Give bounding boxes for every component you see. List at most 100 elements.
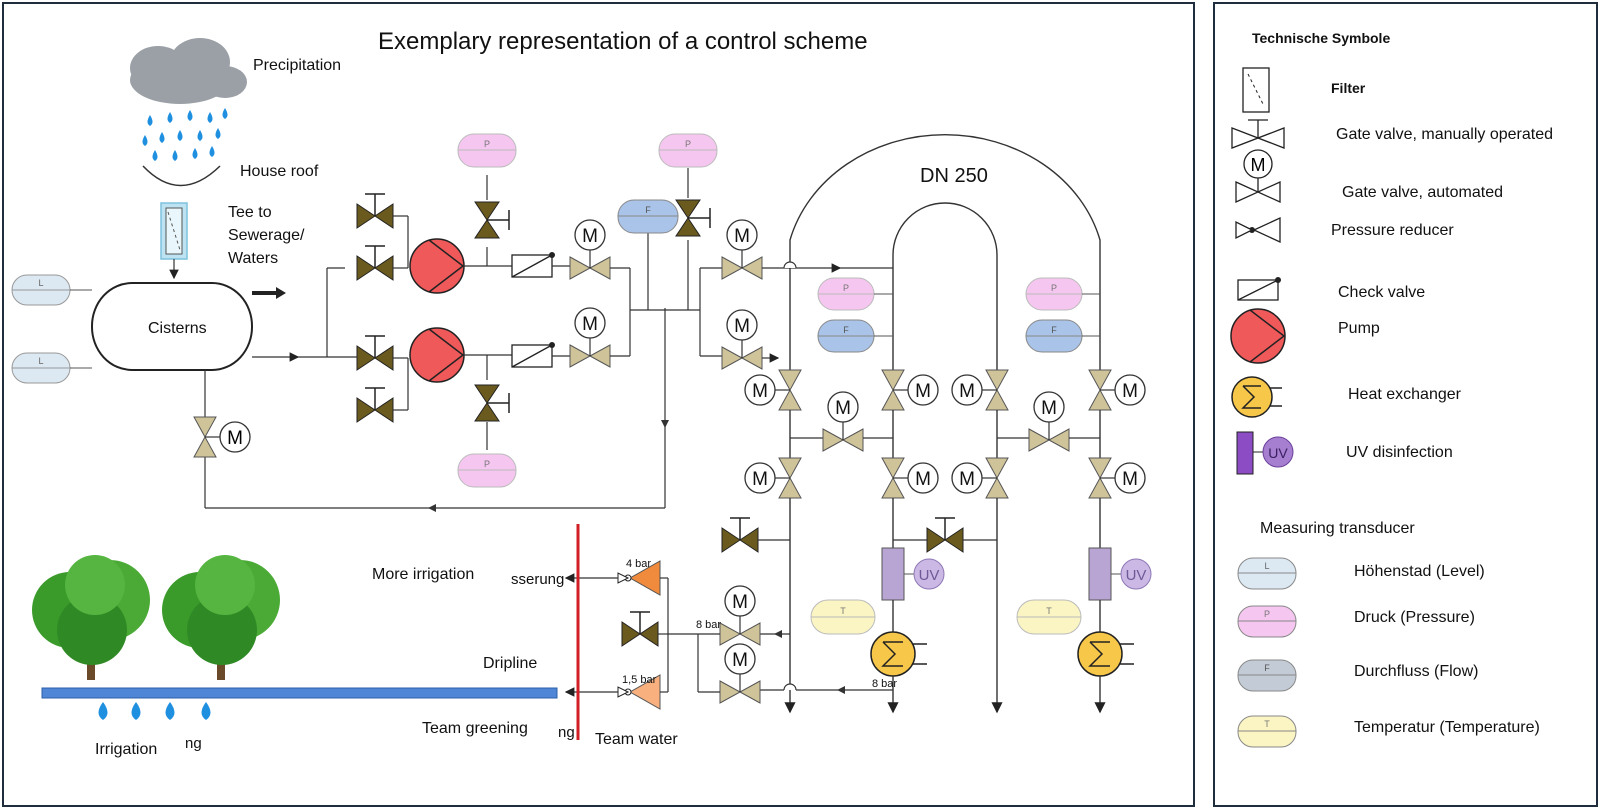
legend-item-filter: Filter: [1331, 80, 1366, 96]
svg-text:F: F: [1264, 663, 1270, 673]
flow-transducer-icon: F: [1237, 659, 1297, 692]
heat-exchanger-symbol: [870, 631, 928, 677]
svg-text:L: L: [38, 278, 43, 288]
level-transducer-icon: L: [1237, 557, 1297, 590]
tree-icon: [32, 555, 150, 680]
pressure-transducer: P: [457, 133, 517, 168]
level-transducer: L: [11, 274, 71, 306]
gate-valve-automated: [881, 369, 939, 411]
label-4-bar: 4 bar: [626, 558, 652, 570]
pressure-reducer-icon: [1235, 216, 1281, 244]
label-dn-250: DN 250: [920, 165, 988, 187]
gate-valve-automated: [744, 457, 802, 499]
label-tee-line3: Waters: [228, 250, 279, 267]
label-cut-ng-right: ng: [558, 724, 575, 741]
svg-text:P: P: [484, 459, 490, 469]
label-8-bar-return: 8 bar: [872, 678, 898, 690]
temperature-transducer: T: [810, 599, 876, 635]
gate-valve-manual: [474, 201, 510, 239]
pressure-transducer: P: [658, 133, 718, 168]
flow-transducer: F: [617, 199, 679, 234]
gate-valve-automated: [721, 309, 763, 370]
gate-valve-automated: [1088, 457, 1146, 499]
gate-valve-manual: [356, 335, 394, 371]
gate-valve-manual: [474, 384, 510, 422]
svg-text:T: T: [1046, 606, 1052, 616]
gate-valve-automated: [881, 457, 939, 499]
gate-valve-automated: [721, 219, 763, 280]
svg-text:P: P: [1264, 609, 1270, 619]
gate-valve-manual: [356, 387, 394, 423]
flow-transducer: F: [1025, 319, 1083, 353]
legend-item-pump: Pump: [1338, 320, 1380, 337]
pressure-transducer: P: [457, 453, 517, 488]
svg-text:M: M: [1251, 155, 1266, 175]
svg-text:UV: UV: [919, 567, 940, 584]
label-team-greening: Team greening: [422, 720, 528, 737]
legend-header: Technische Symbole: [1252, 30, 1391, 46]
gate-valve-automated-icon: M: [1235, 149, 1281, 204]
diagram-title: Exemplary representation of a control sc…: [378, 28, 868, 55]
label-cut-ng-left: ng: [185, 735, 202, 752]
gate-valve-automated: [951, 457, 1009, 499]
legend-item-uv-disinfection: UV disinfection: [1346, 444, 1453, 461]
uv-disinfection-unit: UV: [1088, 547, 1152, 601]
level-transducer: L: [11, 352, 71, 384]
svg-text:P: P: [685, 139, 691, 149]
ring-main-inner: [892, 202, 998, 380]
label-dripline: Dripline: [483, 655, 538, 672]
label-team-water: Team water: [595, 731, 678, 748]
gate-valve-automated: [719, 643, 761, 704]
gate-valve-manual: [926, 517, 964, 553]
svg-text:UV: UV: [1268, 445, 1288, 461]
gate-valve-manual: [721, 517, 759, 553]
pump-symbol: [409, 327, 465, 383]
legend-transducer-temperature: Temperatur (Temperature): [1354, 719, 1540, 736]
label-1-5-bar: 1,5 bar: [622, 674, 657, 686]
check-valve-icon: [1237, 277, 1281, 301]
label-tee-line2: Sewerage/: [228, 227, 305, 244]
heat-exchanger-symbol: [1077, 631, 1135, 677]
gate-valve-manual: [356, 245, 394, 281]
flow-transducer: F: [817, 319, 875, 353]
legend-item-check-valve: Check valve: [1338, 284, 1426, 301]
pressure-transducer: P: [1025, 277, 1083, 311]
svg-text:UV: UV: [1126, 567, 1147, 584]
legend-transducer-level: Höhenstad (Level): [1354, 563, 1485, 580]
svg-text:P: P: [1051, 283, 1057, 293]
cloud-icon: [130, 38, 247, 104]
gate-valve-automated: [951, 369, 1009, 411]
gate-valve-automated: [1088, 369, 1146, 411]
svg-text:F: F: [843, 325, 849, 335]
pressure-transducer: P: [817, 277, 875, 311]
svg-text:F: F: [1051, 325, 1057, 335]
pump-symbol: [409, 238, 465, 294]
legend-item-gate-valve-automated: Gate valve, automated: [1342, 184, 1503, 201]
legend-measuring-header: Measuring transducer: [1260, 520, 1415, 537]
tree-icon: [162, 555, 280, 680]
uv-disinfection-icon: UV: [1236, 431, 1294, 475]
check-valve-symbol: [511, 341, 556, 368]
gate-valve-automated: [569, 307, 611, 368]
pump-icon: [1230, 308, 1286, 364]
gate-valve-manual: [621, 611, 659, 647]
rain-drops-icon: [142, 108, 228, 161]
gate-valve-automated: [1028, 391, 1070, 452]
legend-item-gate-valve-manual: Gate valve, manually operated: [1336, 126, 1554, 143]
label-cisterns: Cisterns: [148, 320, 207, 337]
gate-valve-automated: [822, 391, 864, 452]
label-house-roof: House roof: [240, 163, 319, 180]
legend-transducer-pressure: Druck (Pressure): [1354, 609, 1475, 626]
house-roof-gutter: [142, 165, 221, 187]
label-more-irrigation: More irrigation: [372, 566, 475, 583]
check-valve-symbol: [511, 251, 556, 278]
svg-text:P: P: [843, 283, 849, 293]
gate-valve-manual: [356, 193, 394, 229]
label-8-bar-branch: 8 bar: [696, 619, 722, 631]
temperature-transducer-icon: T: [1237, 715, 1297, 748]
dripline-pipe: [41, 687, 558, 699]
filter-symbol: [160, 202, 188, 260]
motor-label: M: [227, 428, 243, 449]
water-drop-icon: [98, 702, 211, 720]
label-tee-line1: Tee to: [228, 204, 272, 221]
